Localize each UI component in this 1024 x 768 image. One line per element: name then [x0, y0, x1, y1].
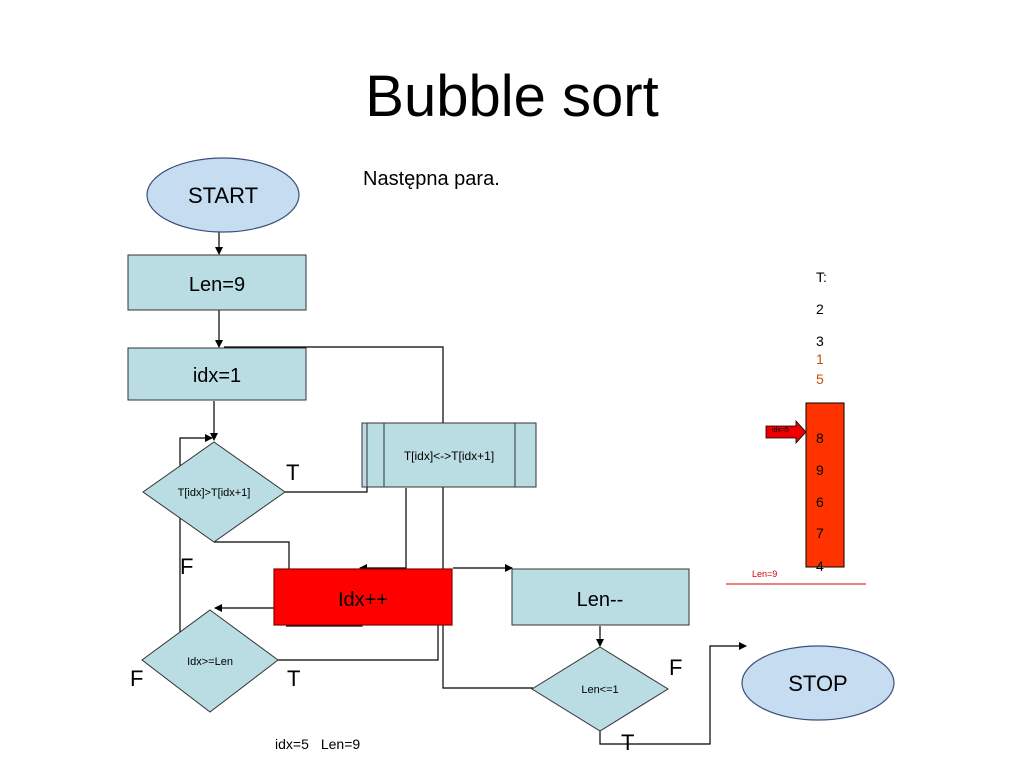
edge-swap-increment	[359, 488, 407, 572]
decrement-box	[511, 568, 690, 626]
idx-check-true-label: T	[287, 666, 300, 691]
index-pointer-label: idx=5	[772, 427, 789, 434]
start-node	[146, 157, 300, 233]
len-marker-label: Len=9	[752, 569, 778, 579]
len-check-label: Len<=1	[581, 684, 618, 696]
compare-false-label: F	[180, 554, 193, 579]
start-label: START	[188, 183, 258, 208]
idx-check-false-label: F	[130, 666, 143, 691]
array-value: 2	[816, 301, 824, 317]
state-len: Len=9	[320, 736, 361, 752]
idx-init-box	[127, 347, 307, 401]
array-value: 4	[816, 558, 824, 574]
array-value: 5	[816, 371, 824, 387]
compare-true-label: T	[286, 460, 299, 485]
subtitle: Następna para.	[363, 168, 500, 190]
len-init-label: Len=9	[189, 274, 245, 296]
state-readout: idx=5 Len=9	[275, 736, 372, 752]
increment-label: Idx++	[338, 589, 388, 611]
decrement-label: Len--	[577, 589, 624, 611]
index-pointer-arrow	[765, 419, 807, 445]
array-value: 7	[816, 525, 824, 541]
array-value: 1	[816, 351, 824, 367]
compare-diamond	[142, 441, 286, 543]
stop-node	[741, 645, 895, 721]
swap-box	[361, 422, 537, 488]
len-check-true-label: T	[621, 730, 634, 755]
array-value: 3	[816, 333, 824, 349]
idx-check-diamond	[141, 609, 279, 713]
len-check-false-label: F	[669, 655, 682, 680]
array-active-window	[805, 402, 845, 568]
edge-lencheck-stop	[599, 642, 747, 745]
idx-check-label: Idx>=Len	[187, 656, 233, 668]
increment-box	[273, 568, 453, 626]
array-value: 9	[816, 462, 824, 478]
compare-label: T[idx]>T[idx+1]	[178, 487, 251, 499]
idx-init-label: idx=1	[193, 365, 241, 387]
state-idx: idx=5	[275, 736, 309, 752]
len-init-box	[127, 254, 307, 311]
edge-compare-false	[214, 541, 290, 570]
page-title: Bubble sort	[365, 64, 659, 129]
edge-loop-back	[224, 346, 533, 689]
stop-label: STOP	[788, 671, 848, 696]
len-check-diamond	[531, 646, 669, 732]
array-value: 8	[816, 430, 824, 446]
array-label: T:	[816, 269, 827, 285]
array-value: 6	[816, 494, 824, 510]
swap-label: T[idx]<->T[idx+1]	[404, 449, 494, 463]
